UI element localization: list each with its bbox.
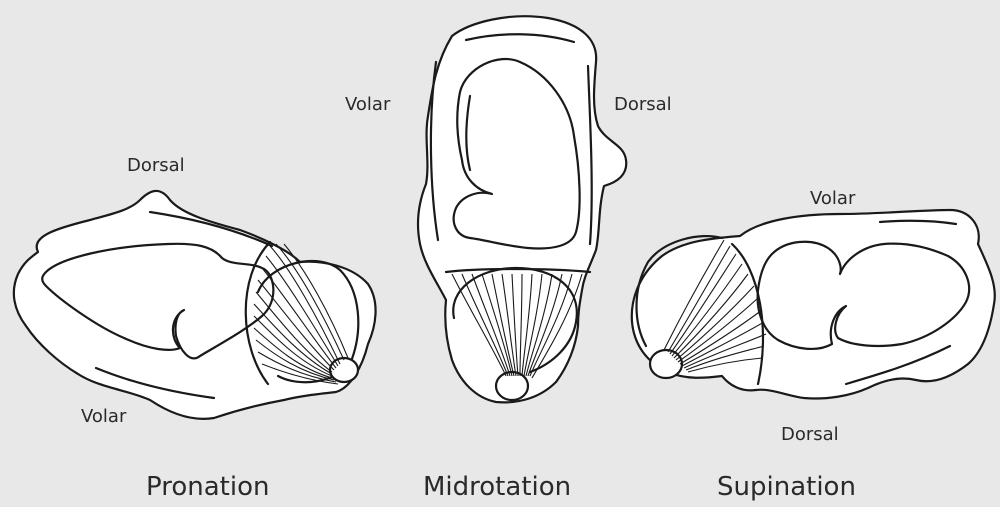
supination-illustration [632,210,995,399]
pronation-caption: Pronation [146,472,269,502]
midrotation-styloid [496,372,528,400]
supination-caption: Supination [717,472,856,502]
midrotation-dorsal-label: Dorsal [614,94,672,115]
pronation-styloid [330,358,358,382]
midrotation-illustration [418,16,626,402]
supination-dorsal-label: Dorsal [781,424,839,445]
pronation-illustration [14,191,376,419]
pronation-volar-label: Volar [81,406,126,427]
midrotation-bone-outline [418,16,626,402]
midrotation-volar-label: Volar [345,94,390,115]
midrotation-caption: Midrotation [423,472,571,502]
pronation-dorsal-label: Dorsal [127,155,185,176]
supination-volar-label: Volar [810,188,855,209]
